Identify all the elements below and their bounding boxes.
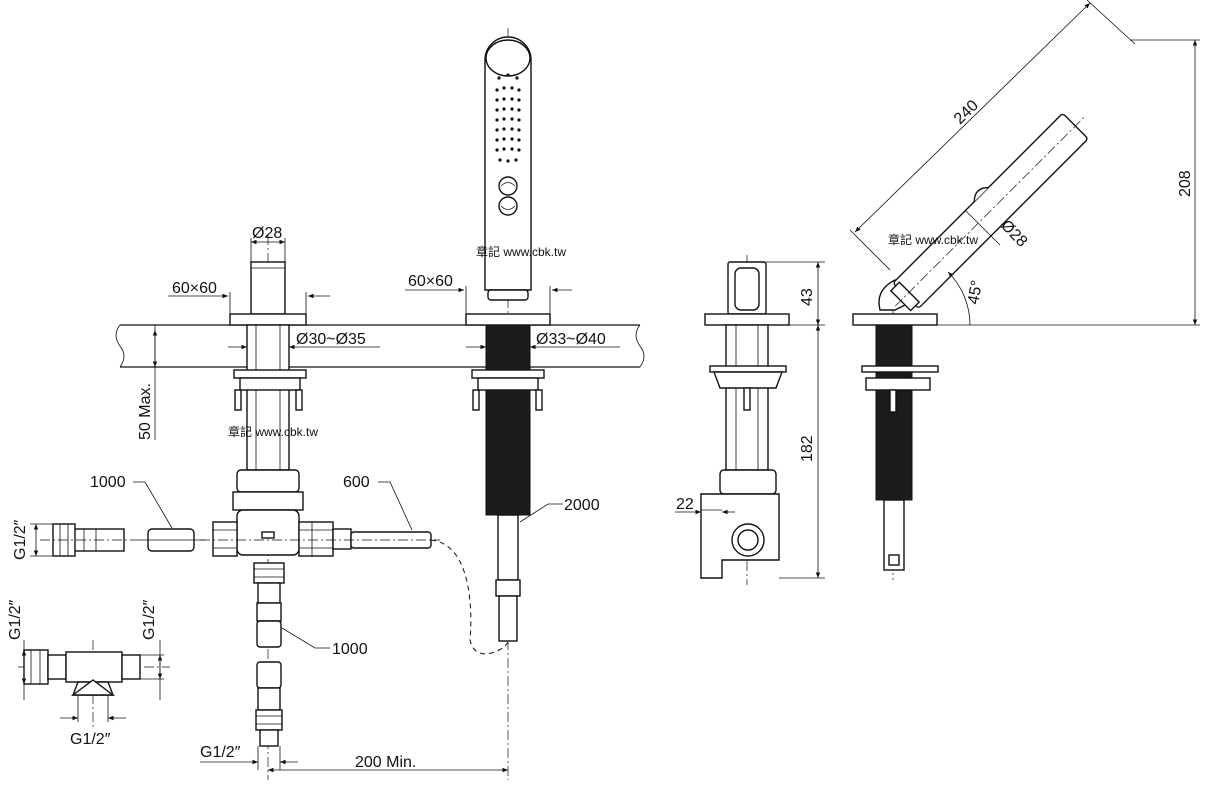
watermark-top: 章記 www.cbk.tw (476, 244, 566, 259)
label-hole-left: Ø30~Ø35 (296, 331, 366, 348)
dimension-labels: Ø28 60×60 60×60 Ø30~Ø35 Ø33~Ø40 50 Max. … (7, 97, 1194, 771)
tee-fitting (18, 640, 170, 730)
dimension-lines (21, 0, 1200, 773)
spray-nozzles (495, 73, 521, 163)
watermark-right: 章記 www.cbk.tw (888, 232, 978, 247)
label-thread-left: G1/2″ (12, 519, 29, 560)
diverter-valve-front (200, 235, 440, 780)
label-hose-1000-lower: 1000 (332, 641, 368, 658)
label-dia28-top: Ø28 (252, 225, 282, 242)
label-width-22: 22 (676, 496, 694, 513)
hose-inlet-upper (40, 523, 205, 557)
label-height-208: 208 (1177, 170, 1194, 197)
label-angle-45: 45° (965, 279, 986, 306)
label-deck-max: 50 Max. (137, 383, 154, 440)
diverter-valve-side (700, 255, 790, 585)
label-tee-right: G1/2″ (141, 599, 158, 640)
hand-shower-side (852, 112, 1088, 580)
label-base-60x60-right: 60×60 (408, 273, 453, 290)
hand-shower-front (430, 28, 551, 780)
label-tee-left: G1/2″ (7, 599, 24, 640)
label-hose-1000-upper: 1000 (90, 474, 126, 491)
label-hose-2000: 2000 (564, 497, 600, 514)
watermark-middle: 章記 www.cbk.tw (228, 424, 318, 439)
deck-slab (115, 324, 645, 368)
label-hole-right: Ø33~Ø40 (536, 331, 606, 348)
label-length-240: 240 (951, 97, 982, 128)
label-min-200: 200 Min. (355, 754, 416, 771)
label-height-182: 182 (799, 435, 816, 462)
label-base-60x60-left: 60×60 (172, 280, 217, 297)
label-thread-bottom: G1/2″ (200, 744, 241, 761)
label-tee-bottom: G1/2″ (70, 731, 111, 748)
label-height-43: 43 (799, 288, 816, 306)
label-hose-600: 600 (343, 474, 370, 491)
watermarks: 章記 www.cbk.tw 章記 www.cbk.tw 章記 www.cbk.t… (228, 232, 978, 439)
hose-inlet-lower (253, 562, 285, 747)
